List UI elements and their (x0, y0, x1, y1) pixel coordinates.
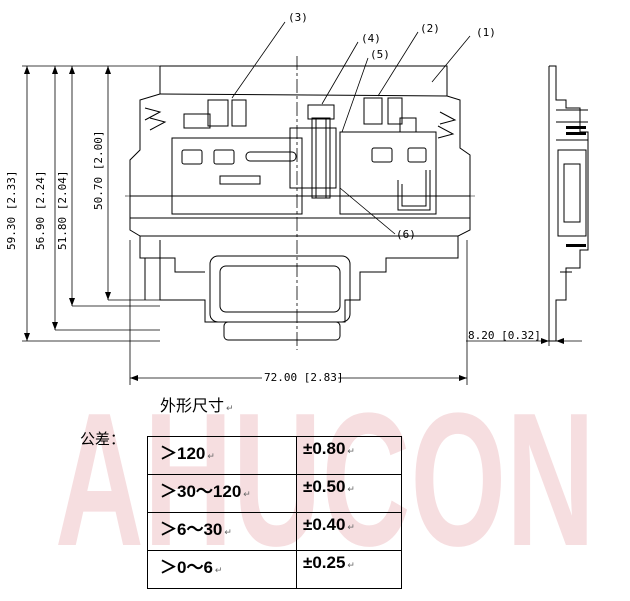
tolerance-table: ＞120↵ ±0.80↵ ＞30～120↵ ±0.50↵ ＞6～30↵ ±0.4… (147, 436, 402, 589)
callout-3: (3) (288, 11, 308, 24)
dim-height-3: 51.80 [2.04] (56, 171, 69, 250)
tolerance-label: 公差： (80, 430, 126, 448)
value-cell: ±0.40↵ (296, 512, 402, 551)
range-cell: ＞30～120↵ (147, 474, 297, 513)
dim-height-1: 59.30 [2.33] (5, 171, 18, 250)
callout-6: (6) (396, 228, 416, 241)
arrowheads (24, 66, 111, 341)
range-cell: ＞120↵ (147, 436, 297, 475)
value-cell: ±0.25↵ (296, 550, 402, 589)
table-row: ＞30～120↵ ±0.50↵ (147, 474, 402, 513)
table-row: ＞120↵ ±0.80↵ (147, 436, 402, 475)
dim-width-side: 8.20 [0.32] (468, 329, 541, 342)
table-row: ＞0～6↵ ±0.25↵ (147, 550, 402, 589)
range-cell: ＞0～6↵ (147, 550, 297, 589)
callout-2: (2) (420, 22, 440, 35)
caption-outline-dimensions: 外形尺寸↵ (160, 392, 234, 416)
callout-5: (5) (370, 48, 390, 61)
dim-height-2: 56.90 [2.24] (34, 171, 47, 250)
terminal-block-front-view (129, 65, 471, 341)
dim-height-4: 50.70 [2.00] (92, 131, 105, 210)
value-cell: ±0.50↵ (296, 474, 402, 513)
paragraph-mark: ↵ (226, 404, 234, 414)
range-cell: ＞6～30↵ (147, 512, 297, 551)
caption-text: 外形尺寸 (160, 396, 225, 415)
terminal-block-side-view (548, 65, 589, 342)
callout-4: (4) (361, 32, 381, 45)
dim-width-main: 72.00 [2.83] (264, 371, 343, 384)
value-cell: ±0.80↵ (296, 436, 402, 475)
vertical-dimensions (22, 65, 160, 342)
callout-1: (1) (476, 26, 496, 39)
table-row: ＞6～30↵ ±0.40↵ (147, 512, 402, 551)
